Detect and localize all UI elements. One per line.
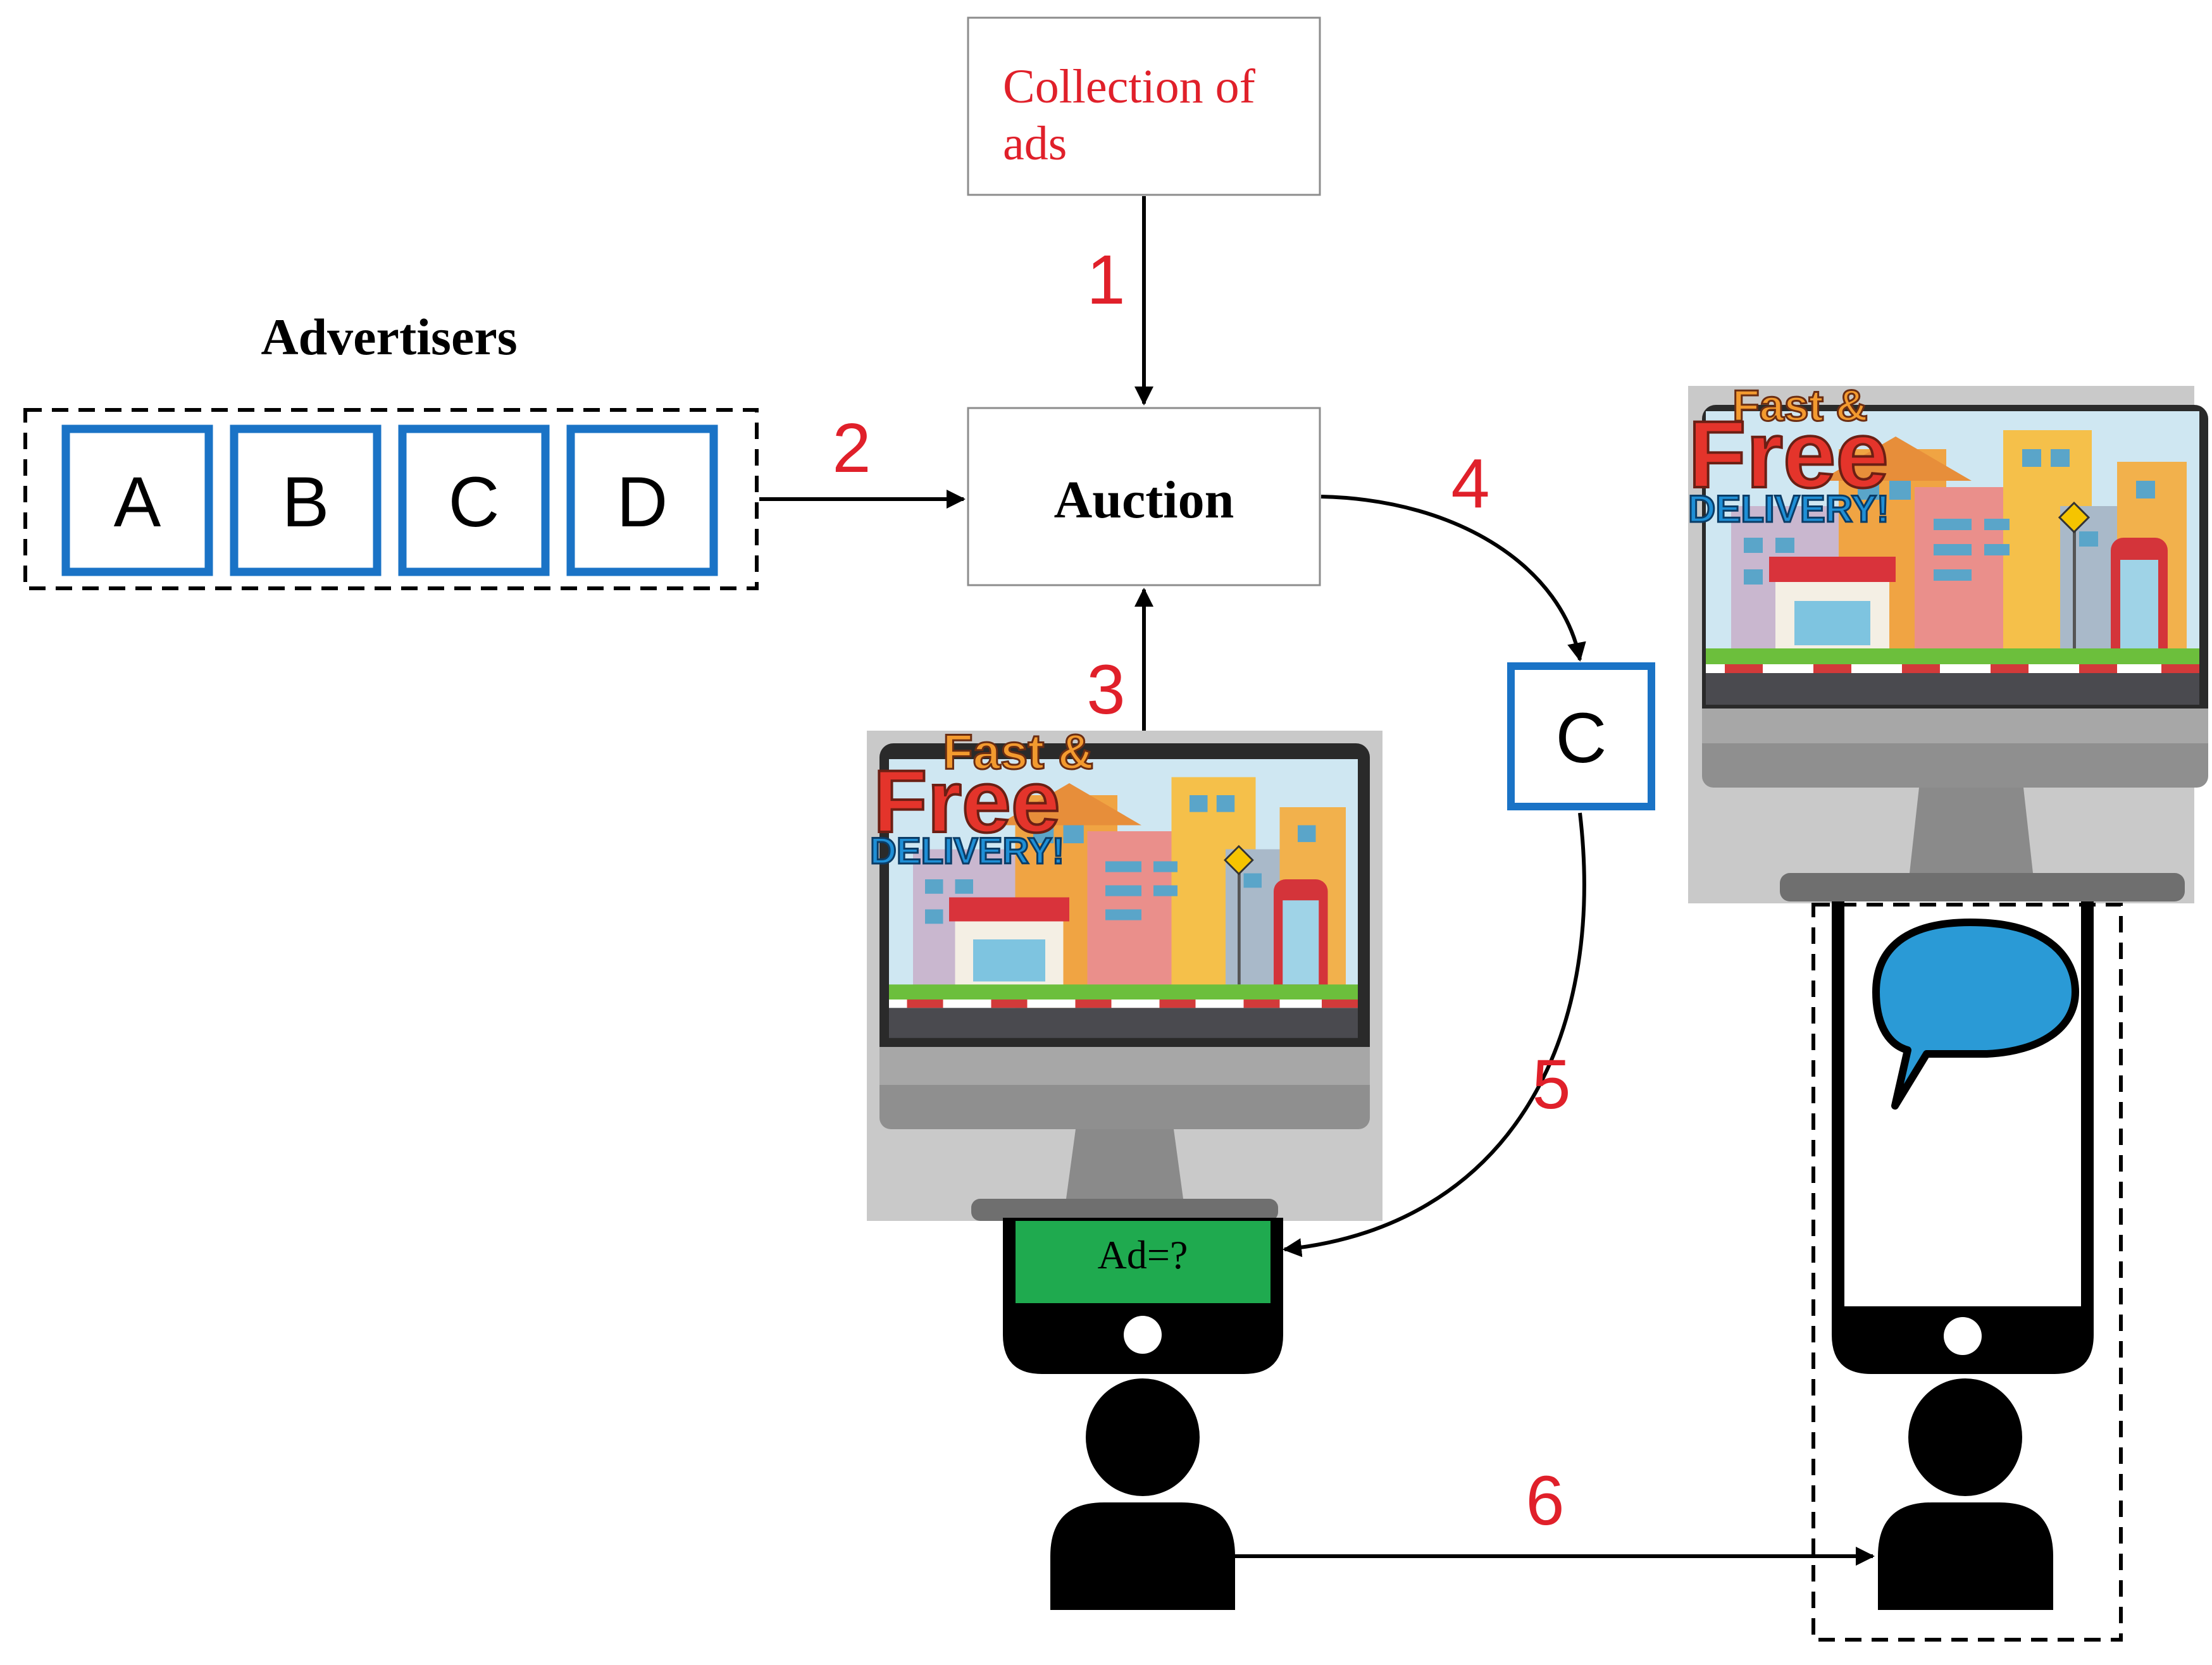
collection-of-ads-box: Collection of ads <box>967 16 1321 196</box>
smartphone-icon <box>1832 901 2094 1374</box>
selected-ad-label: C <box>1556 698 1607 777</box>
step-number-3: 3 <box>1086 651 1125 729</box>
monitor-icon: Fast & Free DELIVERY! <box>1687 380 2208 903</box>
phone-screen-text: Ad=? <box>1098 1232 1188 1277</box>
monitor-ad-headline: Fast & Free DELIVERY! <box>1687 380 1890 531</box>
selected-ad-c: C <box>1507 662 1655 810</box>
auction-box: Auction <box>967 407 1321 586</box>
auction-label: Auction <box>1054 471 1234 529</box>
advertiser-label: D <box>617 462 668 542</box>
advertiser-d: D <box>566 424 718 576</box>
ad-line-delivery: DELIVERY! <box>1688 488 1889 530</box>
advertiser-c: C <box>398 424 550 576</box>
arrow-5-ad-to-phone <box>1283 812 1586 1258</box>
advertiser-label: B <box>282 462 330 542</box>
step-number-1: 1 <box>1086 241 1125 319</box>
recipient-group-border <box>1811 903 2123 1642</box>
ad-line-free: Free <box>873 752 1060 851</box>
advertisers-group-border <box>23 408 759 590</box>
ad-line-delivery: DELIVERY! <box>870 831 1064 872</box>
collection-label-line2: ads <box>1003 117 1067 170</box>
ad-line-free: Free <box>1688 401 1889 507</box>
monitor-icon: Fast & Free DELIVERY! <box>867 723 1382 1221</box>
monitor-ad-headline: Fast & Free DELIVERY! <box>869 723 1095 873</box>
collection-label-line1: Collection of <box>1003 60 1256 113</box>
ad-line-fast: Fast & <box>1732 381 1868 430</box>
arrow-4-auction-to-ad <box>1320 495 1586 662</box>
advertiser-a: A <box>61 424 213 576</box>
phone-screen <box>1016 1221 1271 1303</box>
advertisers-title: Advertisers <box>261 308 517 366</box>
advertiser-label: C <box>449 462 500 542</box>
ad-line-fast: Fast & <box>943 724 1093 779</box>
speech-bubble-icon <box>1872 919 2079 1110</box>
smartphone-icon: Ad=? <box>1003 1218 1283 1374</box>
home-button <box>1944 1317 1982 1355</box>
step-number-4: 4 <box>1451 445 1489 523</box>
person-icon <box>1878 1378 2053 1610</box>
advertiser-label: A <box>114 462 161 542</box>
home-button <box>1124 1316 1162 1354</box>
advertiser-b: B <box>230 424 382 576</box>
step-number-2: 2 <box>832 409 871 487</box>
person-icon <box>1050 1378 1235 1610</box>
step-number-6: 6 <box>1525 1462 1564 1540</box>
step-number-5: 5 <box>1532 1046 1570 1123</box>
